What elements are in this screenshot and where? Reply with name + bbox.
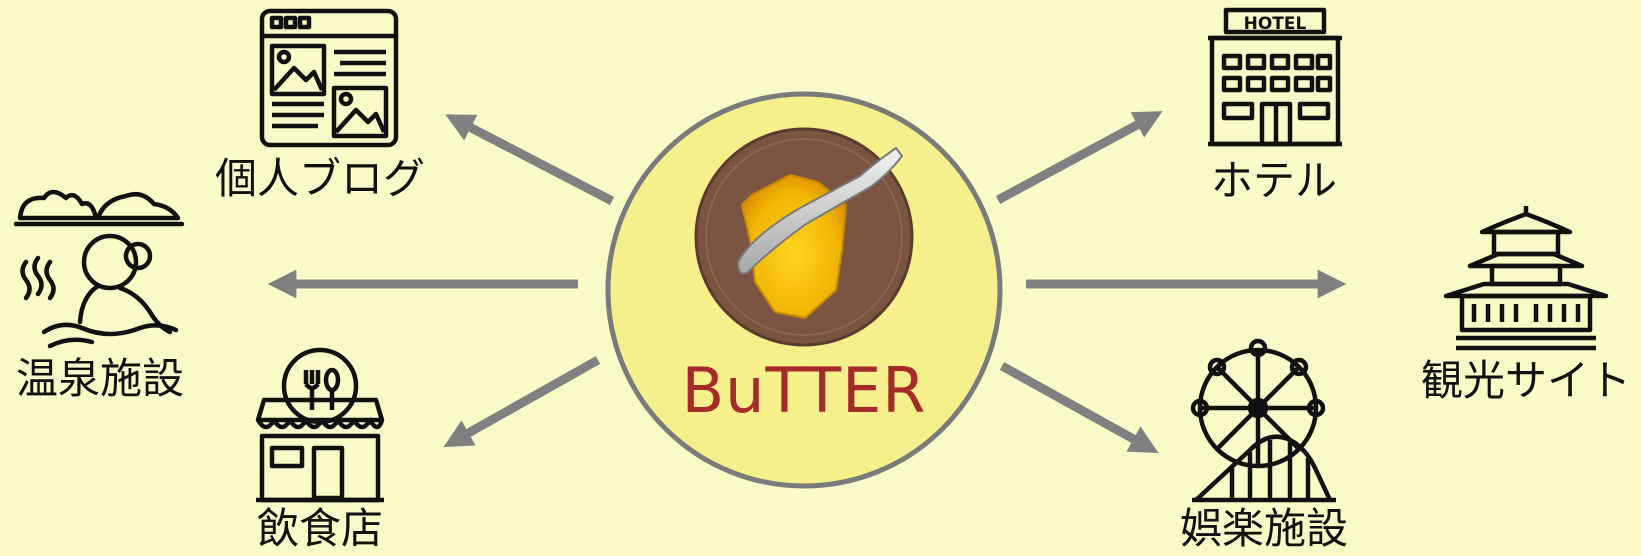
hotel-sign-text: HOTEL xyxy=(1244,14,1307,34)
tourism-label: 観光サイト xyxy=(1421,360,1631,402)
ferris-wheel-icon xyxy=(1192,341,1336,500)
center-title: BuTTER xyxy=(682,360,927,422)
blog-page-icon xyxy=(262,11,396,145)
hotel-label: ホテル xyxy=(1211,160,1337,202)
arrow-to-restaurant xyxy=(456,360,598,440)
castle-icon xyxy=(1446,206,1606,348)
restaurant-label: 飲食店 xyxy=(257,508,383,550)
amusement-label: 娯楽施設 xyxy=(1180,508,1348,550)
blog-label: 個人ブログ xyxy=(215,158,425,200)
restaurant-icon xyxy=(256,350,384,500)
arrow-to-blog xyxy=(458,121,612,201)
butter-logo xyxy=(696,129,912,345)
hot-spring-icon xyxy=(16,192,182,346)
arrow-to-hotel xyxy=(998,118,1150,200)
onsen-label: 温泉施設 xyxy=(16,358,184,400)
arrow-to-amusement xyxy=(1002,366,1146,446)
